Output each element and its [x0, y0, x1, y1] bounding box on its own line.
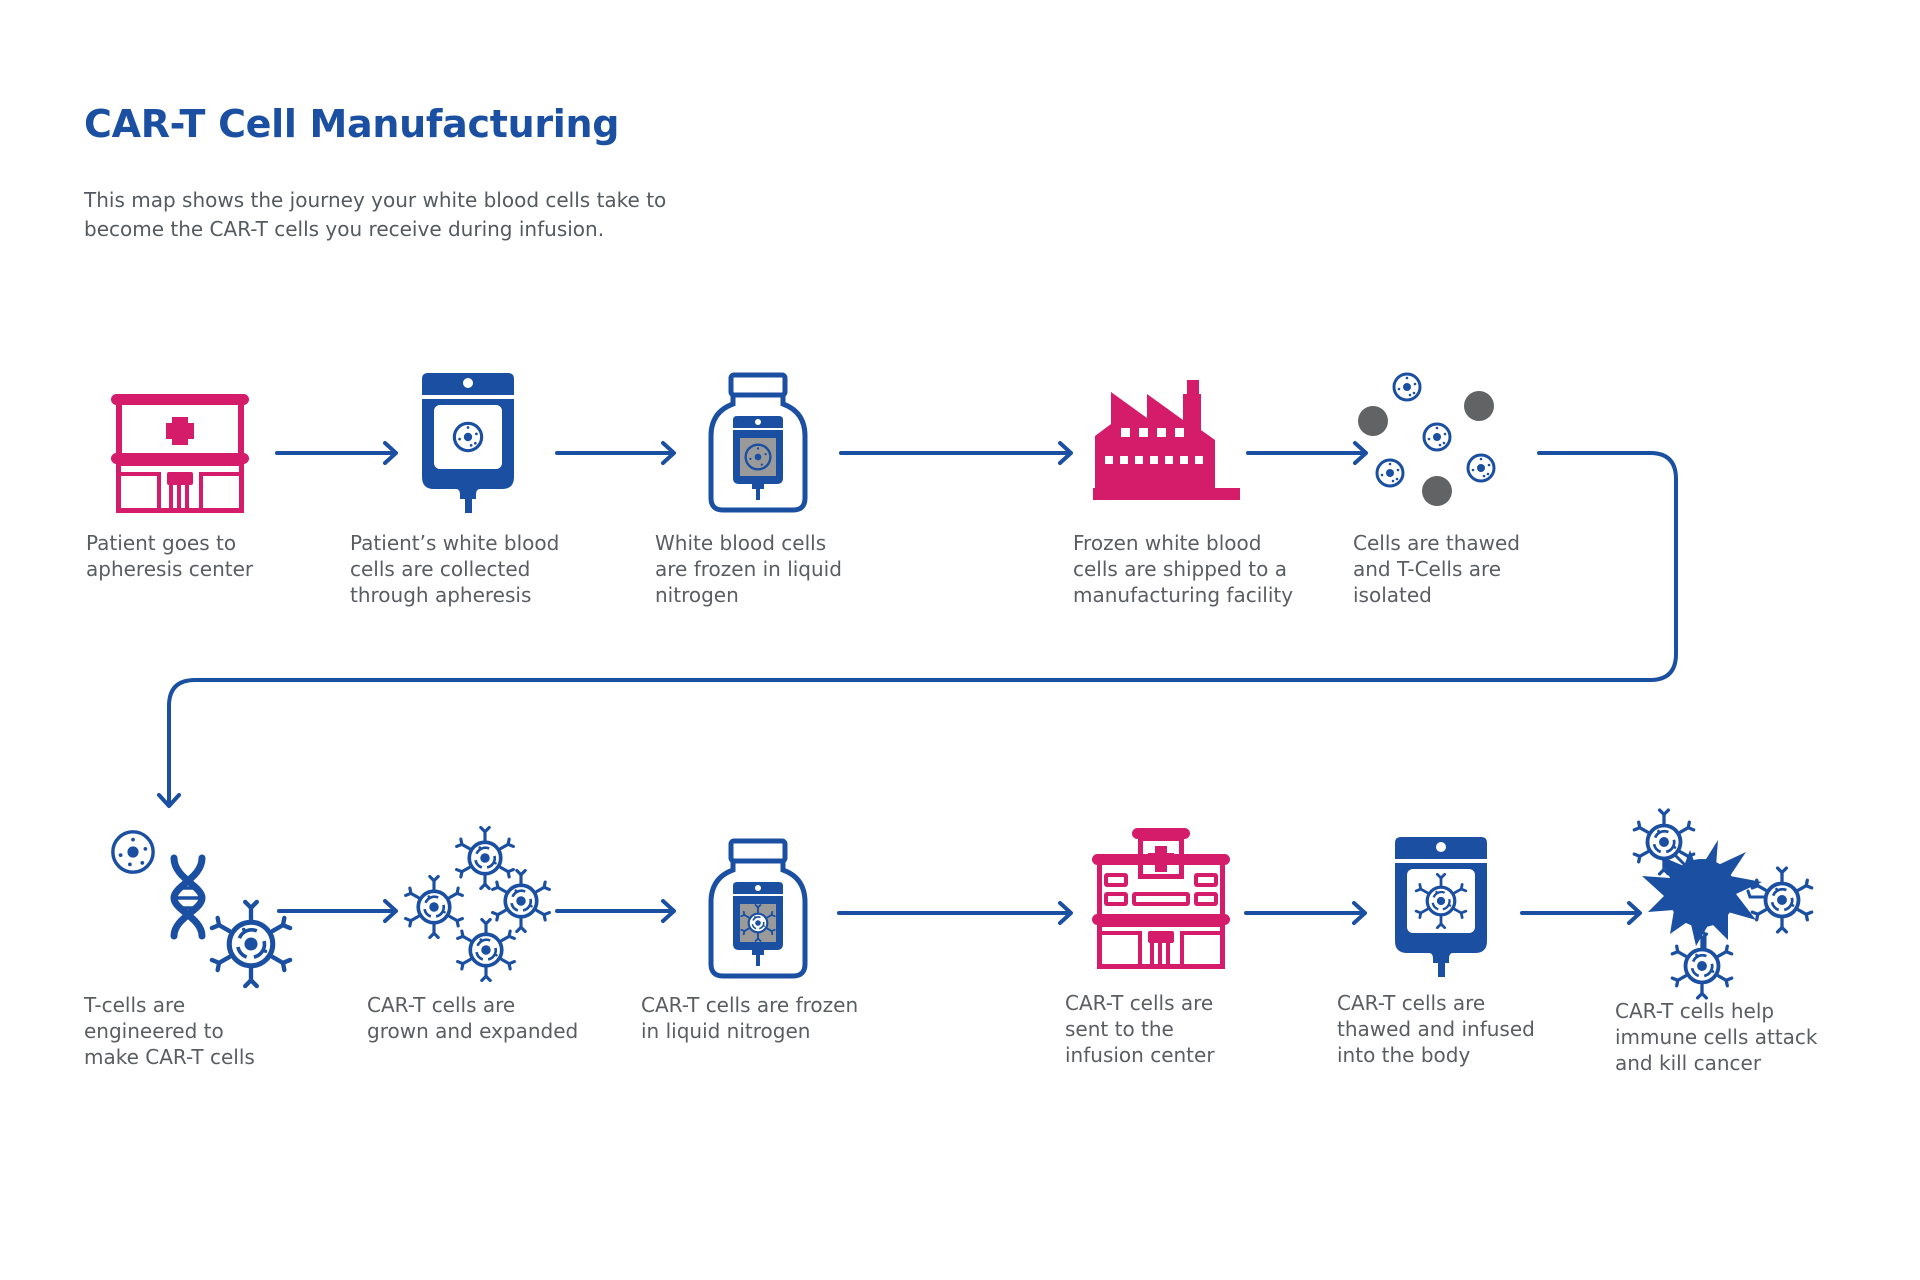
frozen-car-t-vial-icon — [711, 841, 805, 976]
arrow-step-3-4 — [839, 441, 1073, 465]
arrow-step-2-3 — [555, 441, 676, 465]
car-t-iv-bag-icon — [1395, 837, 1487, 977]
arrow-step-1-2 — [275, 441, 398, 465]
iv-bag-icon — [422, 373, 514, 513]
step-caption-3: White blood cells are frozen in liquid n… — [655, 531, 842, 607]
arrow-step-8-9 — [837, 901, 1073, 925]
cancer-attack-icon — [1632, 808, 1814, 1000]
infusion-center-icon — [1092, 828, 1230, 969]
factory-icon — [1093, 380, 1240, 500]
t-cell — [1422, 422, 1452, 452]
arrow-step-6-7 — [277, 899, 398, 923]
step-caption-1: Patient goes to apheresis center — [86, 531, 254, 581]
cell-cluster-icon — [1358, 372, 1496, 506]
car-t-cell — [454, 825, 516, 891]
other-cell — [1464, 391, 1494, 421]
other-cell — [1358, 406, 1388, 436]
connector-arrowhead — [157, 793, 181, 808]
car-t-cell — [212, 902, 290, 986]
t-cell — [1466, 453, 1496, 483]
t-cell — [1375, 458, 1405, 488]
car-t-cell — [455, 917, 517, 983]
step-caption-4: Frozen white blood cells are shipped to … — [1073, 531, 1294, 607]
step-caption-9: CAR-T cells are sent to the infusion cen… — [1065, 991, 1215, 1067]
step-caption-8: CAR-T cells are frozen in liquid nitroge… — [641, 993, 859, 1043]
dna-engineering-icon — [111, 830, 290, 986]
connector-row1-to-row2 — [167, 451, 1678, 806]
car-t-cell — [490, 868, 552, 934]
step-caption-7: CAR-T cells are grown and expanded — [367, 993, 579, 1043]
dna-icon — [170, 854, 206, 940]
step-caption-5: Cells are thawed and T-Cells are isolate… — [1353, 531, 1520, 607]
t-cell — [111, 830, 155, 874]
page-subtitle: This map shows the journey your white bl… — [84, 186, 764, 244]
subtitle-line: become the CAR-T cells you receive durin… — [84, 217, 605, 241]
arrow-step-7-8 — [555, 899, 676, 923]
frozen-vial-icon — [711, 375, 805, 510]
subtitle-line: This map shows the journey your white bl… — [84, 188, 667, 212]
other-cell — [1422, 476, 1452, 506]
car-t-cell — [1670, 932, 1734, 1000]
arrow-step-9-10 — [1244, 901, 1367, 925]
car-t-expansion-icon — [403, 825, 552, 983]
step-caption-2: Patient’s white blood cells are collecte… — [350, 531, 560, 607]
arrow-step-10-11 — [1520, 901, 1642, 925]
car-t-cell — [403, 874, 465, 940]
car-t-cell — [1750, 866, 1814, 934]
step-caption-6: T-cells are engineered to make CAR-T cel… — [84, 993, 255, 1069]
hospital-icon — [111, 394, 249, 513]
arrow-step-4-5 — [1246, 441, 1368, 465]
t-cell — [1392, 372, 1422, 402]
step-caption-10: CAR-T cells are thawed and infused into … — [1337, 991, 1535, 1067]
page-title: CAR-T Cell Manufacturing — [84, 102, 620, 146]
step-caption-11: CAR-T cells help immune cells attack and… — [1615, 999, 1818, 1075]
